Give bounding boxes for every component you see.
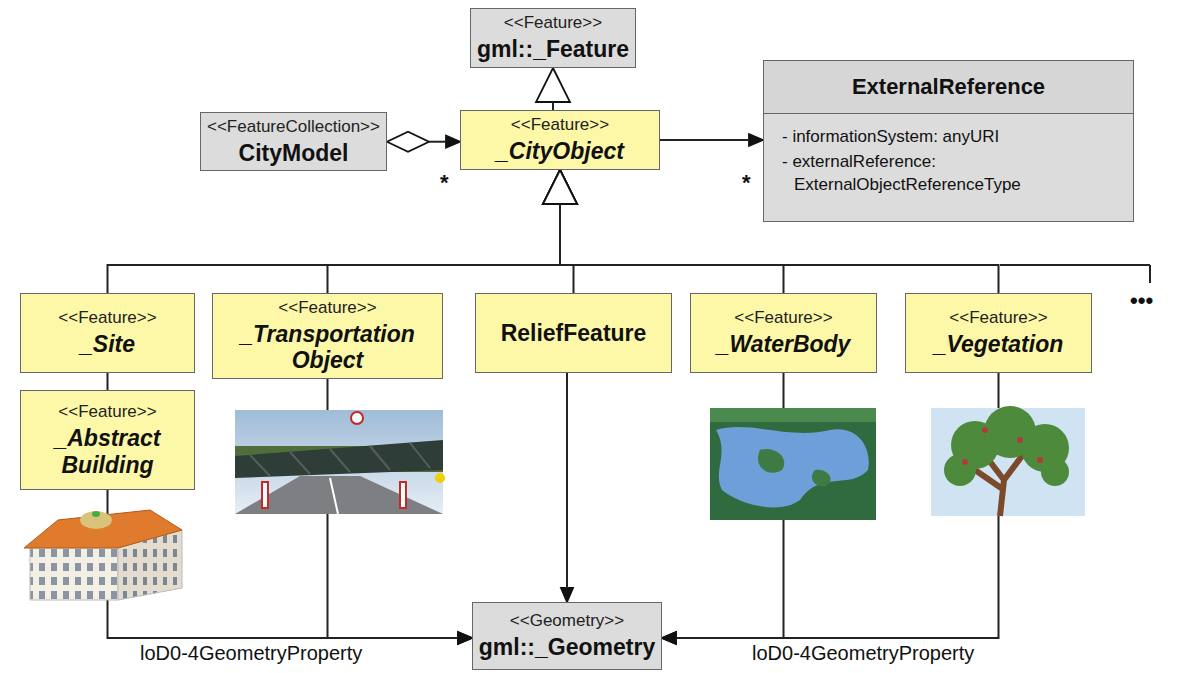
- collection-box: <<FeatureCollection>> CityModel: [200, 112, 387, 171]
- arrow-head: [749, 134, 763, 146]
- stereotype-text: <<Feature>>: [949, 308, 1047, 328]
- node-text: gml::_Feature: [477, 36, 629, 62]
- arrow-head: [458, 632, 472, 644]
- connector-line: [328, 204, 561, 293]
- arrow-head: [662, 632, 676, 644]
- class-box: <<Feature>> _Abstract Building: [20, 390, 195, 490]
- class-box: <<Feature>> _WaterBody: [690, 293, 877, 373]
- class-box: <<Feature>> _Transportation Object: [212, 293, 443, 379]
- feature-box: <<Feature>>gml::_Feature: [470, 8, 636, 68]
- connector-line: [552, 102, 554, 110]
- geometry-box: <<Geometry>>gml::_Geometry: [472, 602, 662, 670]
- connector-line: [560, 204, 784, 293]
- stereotype-text: <<Geometry>>: [510, 611, 624, 631]
- node-text: _Site: [80, 331, 135, 357]
- stereotype-text: <<Feature>>: [58, 308, 156, 328]
- connector: [561, 373, 573, 602]
- connector: [387, 132, 460, 152]
- class-box: <<Feature>> _CityObject: [460, 110, 660, 170]
- stereotype-text: <<FeatureCollection>>: [207, 117, 380, 137]
- association-label: loD0-4GeometryProperty: [752, 642, 974, 665]
- connector: [660, 134, 763, 146]
- waterbody-illustration: [710, 408, 876, 520]
- generalization-head: [536, 68, 570, 102]
- connector-line: [107, 373, 109, 390]
- node-text: _Transportation Object: [219, 321, 436, 374]
- node-text: ExternalReference: [764, 61, 1133, 114]
- generalization-head: [543, 170, 577, 204]
- connector-line: [429, 141, 446, 143]
- class-box: <<Feature>> _Vegetation: [905, 293, 1092, 373]
- connector-line: [660, 139, 749, 141]
- node-text: CityModel: [239, 140, 349, 166]
- arrow-head: [561, 588, 573, 602]
- generalization-head: [543, 170, 577, 204]
- stereotype-text: <<Feature>>: [511, 115, 609, 135]
- stereotype-text: <<Feature>>: [58, 402, 156, 422]
- association-label: loD0-4GeometryProperty: [140, 642, 362, 665]
- connector-line: [108, 204, 561, 293]
- generalization-head: [543, 170, 577, 204]
- arrow-head: [446, 136, 460, 148]
- multiplicity: *: [440, 170, 449, 196]
- class-box: <<Feature>> _Site: [20, 293, 195, 373]
- generalization-head: [543, 170, 577, 204]
- generalization-head: [543, 170, 577, 204]
- stereotype-text: <<Feature>>: [278, 298, 376, 318]
- node-text: gml::_Geometry: [479, 634, 655, 660]
- node-text: _Abstract Building: [27, 425, 188, 478]
- tree-illustration: [931, 406, 1085, 516]
- stereotype-text: <<Feature>>: [504, 13, 602, 33]
- connector: [108, 170, 578, 293]
- node-text: - informationSystem: anyURI: [764, 114, 1133, 149]
- node-text: _WaterBody: [717, 331, 851, 357]
- hierarchy-bus-extension: [1149, 265, 1151, 283]
- connector: [536, 68, 570, 110]
- node-text: _Vegetation: [934, 331, 1064, 357]
- connector-line: [566, 373, 568, 588]
- class-box: ReliefFeature: [475, 293, 672, 373]
- aggregation-diamond: [387, 132, 429, 152]
- node-text: ReliefFeature: [501, 320, 647, 346]
- arrow-head: [662, 632, 676, 644]
- connector: [543, 170, 784, 293]
- connector: [328, 170, 578, 293]
- hierarchy-bus-extension: [1000, 264, 1150, 266]
- node-text: _CityObject: [496, 138, 624, 164]
- multiplicity: *: [742, 170, 751, 196]
- class-box: ExternalReference- informationSystem: an…: [763, 60, 1134, 222]
- stereotype-text: <<Feature>>: [734, 308, 832, 328]
- bridge-illustration: [235, 410, 445, 514]
- node-text: - externalReference: ExternalObjectRefer…: [764, 149, 1133, 197]
- connector-line: [560, 204, 574, 293]
- continuation-mark: •••: [1130, 288, 1153, 314]
- building-illustration: [24, 510, 182, 600]
- connector: [107, 373, 108, 390]
- arrow-head: [458, 632, 472, 644]
